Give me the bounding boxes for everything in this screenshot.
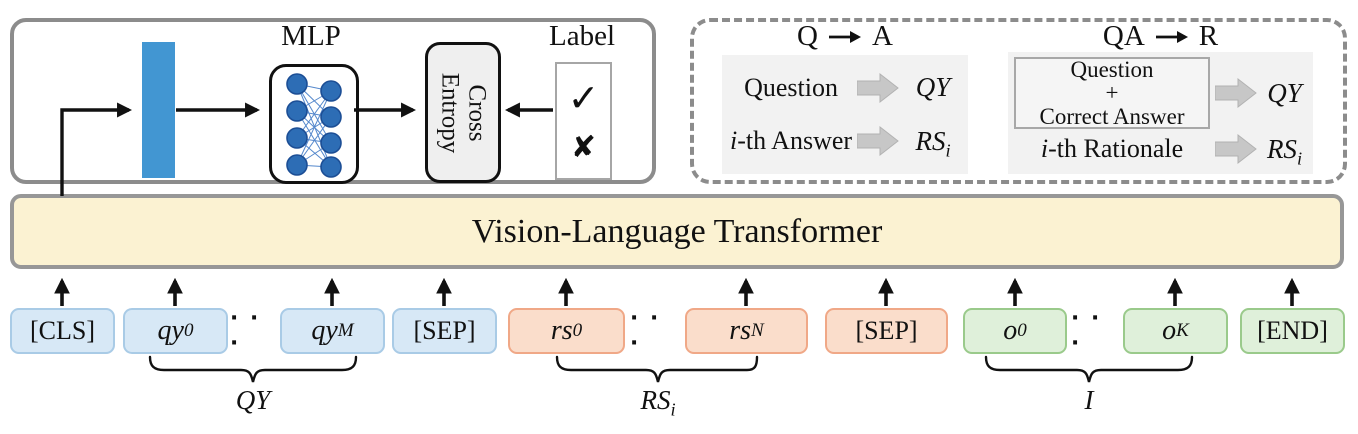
label-box: ✓ ✘: [555, 62, 612, 180]
qar-rationale-label: i-th Rationale: [1040, 134, 1184, 163]
task-qa-to: A: [872, 20, 893, 52]
rs-brace-label: RSi: [640, 385, 676, 420]
ellipsis-o: ∙ ∙ ∙: [1071, 306, 1102, 356]
token-input-arrows: [54, 277, 1300, 306]
block-arrow-icon: [857, 72, 899, 103]
qa-answer-label: i-th Answer: [730, 126, 853, 156]
qy-brace: [148, 355, 358, 383]
task-qa-from: Q: [797, 20, 818, 52]
transformer-title: Vision-Language Transformer: [471, 212, 883, 250]
arrow-right-icon: [1155, 30, 1188, 43]
task-qar-to: R: [1198, 20, 1219, 52]
qa-question-label: Question: [744, 72, 838, 102]
qa-row2-output: RSi: [915, 125, 951, 161]
qar-row1-output: QY: [1267, 77, 1302, 108]
mlp-label: MLP: [281, 20, 341, 52]
mlp-network-icon: [286, 73, 342, 178]
transformer-bar: Vision-Language Transformer: [10, 194, 1344, 269]
label-title: Label: [548, 20, 615, 52]
mlp-box: [269, 64, 359, 184]
block-arrow-icon: [1215, 133, 1257, 165]
task-qar-from: QA: [1102, 20, 1145, 52]
cross-entropy-text: Cross Entropy: [436, 72, 491, 153]
i-brace: [984, 355, 1194, 383]
task-qa-panel: Question QY i-th Answer RSi: [722, 55, 968, 174]
cross-entropy-box: Cross Entropy: [425, 42, 501, 183]
token-sep2: [SEP]: [825, 308, 948, 354]
i-brace-label: I: [1084, 385, 1094, 415]
qa-row1-output: QY: [915, 72, 951, 103]
ellipsis-qy: ∙ ∙ ∙: [230, 306, 261, 356]
qar-input-box: Question + Correct Answer: [1014, 57, 1210, 129]
task-qar-panel: Question + Correct Answer QY i-th Ration…: [1008, 52, 1313, 174]
block-arrow-icon: [1215, 77, 1257, 109]
qar-row2-output: RSi: [1266, 133, 1303, 168]
cross-icon: ✘: [570, 129, 597, 165]
rs-brace: [555, 355, 759, 383]
ellipsis-rs: ∙ ∙ ∙: [630, 306, 661, 356]
cls-embedding-bar: [142, 42, 175, 178]
qy-brace-label: QY: [235, 385, 271, 415]
arrow-right-icon: [829, 30, 861, 43]
token-sep1: [SEP]: [392, 308, 497, 354]
task-qar-title: QA R: [1008, 20, 1313, 53]
task-qa-title: Q A: [722, 20, 968, 53]
token-cls: [CLS]: [10, 308, 115, 354]
block-arrow-icon: [857, 126, 899, 157]
token-end: [END]: [1240, 308, 1345, 354]
check-icon: ✓: [567, 76, 600, 121]
